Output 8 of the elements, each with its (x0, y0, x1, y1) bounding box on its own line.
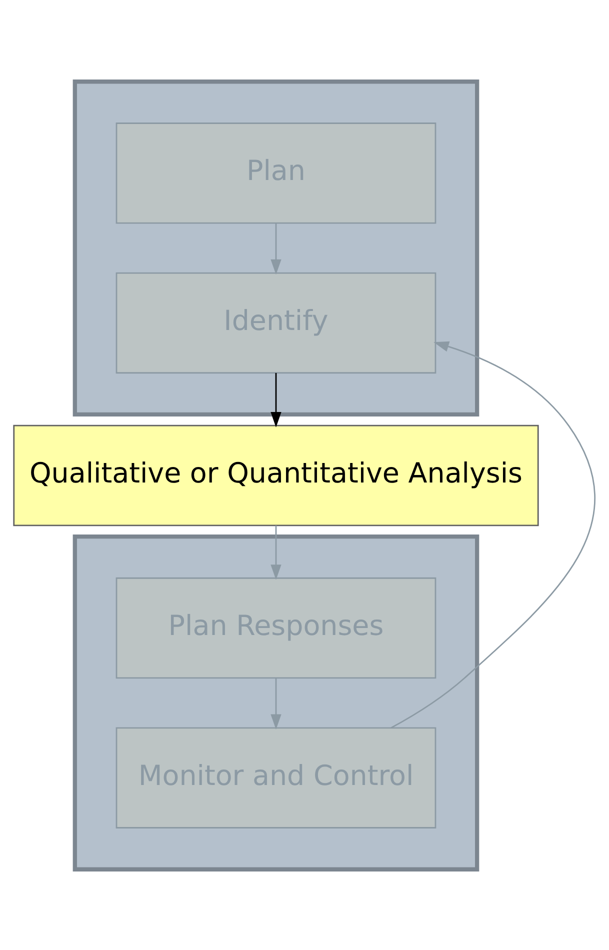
arrow (270, 525, 282, 580)
node-box: Qualitative or Quantitative Analysis (13, 424, 539, 526)
arrow (390, 340, 596, 728)
arrow (270, 372, 282, 427)
cluster (72, 534, 480, 871)
cluster (72, 79, 480, 416)
arrow (270, 222, 282, 274)
arrow (270, 677, 282, 730)
